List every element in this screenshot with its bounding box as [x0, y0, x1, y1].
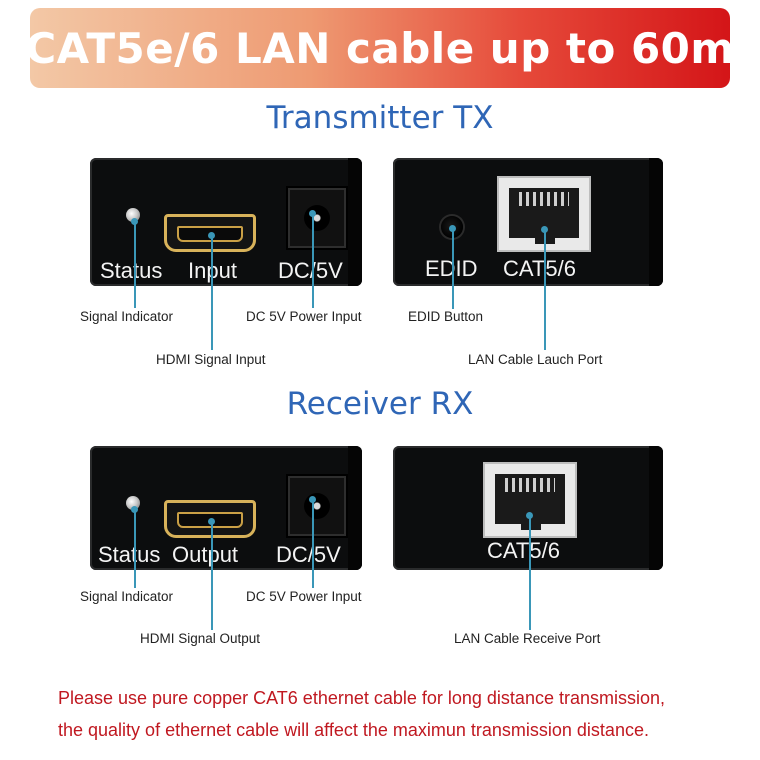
- rx-dc-input-caption: DC 5V Power Input: [246, 589, 362, 604]
- note-line-1: Please use pure copper CAT6 ethernet cab…: [58, 688, 665, 708]
- tx-hdmi-input-caption: HDMI Signal Input: [156, 352, 266, 367]
- callout-line: [312, 500, 314, 588]
- receiver-title: Receiver RX: [286, 386, 474, 422]
- rx-cat-label: CAT5/6: [487, 538, 560, 563]
- note-line-2: the quality of ethernet cable will affec…: [58, 720, 649, 740]
- callout-dot: [131, 506, 138, 513]
- tx-edid-label: EDID: [425, 256, 478, 282]
- callout-line: [211, 236, 213, 350]
- tx-back-panel: EDID CAT5/6: [393, 158, 663, 286]
- tx-dc-label: DC/5V: [278, 258, 343, 283]
- rx-signal-indicator-caption: Signal Indicator: [80, 589, 174, 604]
- callout-dot: [526, 512, 533, 519]
- callout-dot: [449, 225, 456, 232]
- rx-dc-jack: [286, 474, 348, 538]
- rx-hdmi-output-caption: HDMI Signal Output: [140, 631, 261, 646]
- rx-back-panel: CAT5/6: [393, 446, 663, 570]
- tx-edid-button-caption: EDID Button: [408, 309, 484, 324]
- tx-lan-port-caption: LAN Cable Lauch Port: [468, 352, 603, 367]
- callout-dot: [309, 210, 316, 217]
- callout-line: [211, 522, 213, 630]
- callout-line: [134, 510, 136, 588]
- rx-dc-label: DC/5V: [276, 542, 341, 567]
- tx-status-label: Status: [100, 258, 163, 283]
- rx-lan-port-caption: LAN Cable Receive Port: [454, 631, 601, 646]
- callout-dot: [131, 218, 138, 225]
- callout-line: [529, 516, 531, 630]
- callout-dot: [541, 226, 548, 233]
- title-banner: [30, 8, 730, 88]
- tx-dc-jack: [286, 186, 348, 250]
- callout-line: [134, 222, 136, 308]
- callout-dot: [208, 518, 215, 525]
- callout-line: [544, 230, 546, 350]
- tx-cat-label: CAT5/6: [503, 256, 576, 281]
- callout-dot: [309, 496, 316, 503]
- banner-title: CAT5e/6 LAN cable up to 60m: [25, 23, 735, 73]
- rx-status-label: Status: [98, 542, 161, 567]
- callout-dot: [208, 232, 215, 239]
- callout-line: [312, 214, 314, 308]
- tx-signal-indicator-caption: Signal Indicator: [80, 309, 174, 324]
- rx-rj45-port: [483, 462, 577, 538]
- transmitter-title: Transmitter TX: [266, 100, 494, 136]
- rx-output-label: Output: [172, 542, 239, 567]
- tx-dc-input-caption: DC 5V Power Input: [246, 309, 362, 324]
- callout-line: [452, 229, 454, 309]
